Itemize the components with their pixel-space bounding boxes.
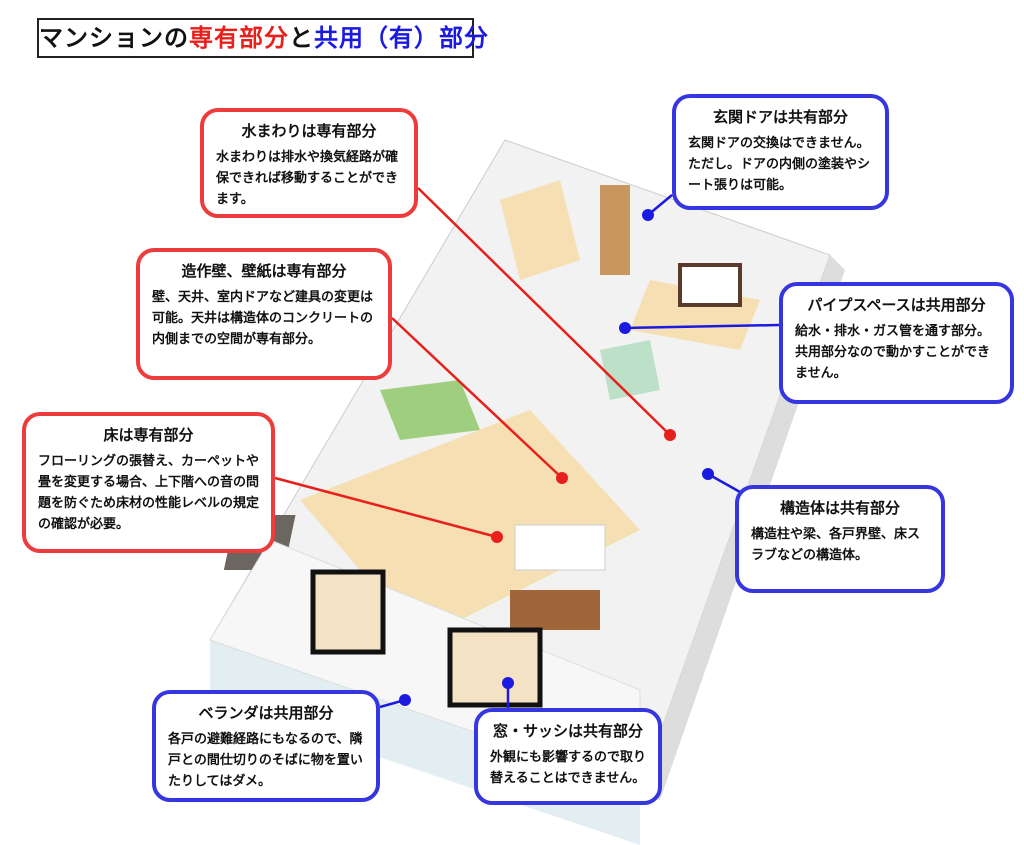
- marker-structure: [702, 468, 714, 480]
- marker-water: [664, 429, 676, 441]
- callout-heading: 水まわりは専有部分: [241, 122, 377, 140]
- marker-veranda: [399, 694, 411, 706]
- kitchen-counter: [514, 524, 606, 571]
- callout-body: フローリングの張替え、カーペットや畳を変更する場合、上下階への音の問題を防ぐため…: [38, 454, 260, 532]
- room-floor: [500, 180, 580, 280]
- callout-window: 窓・サッシは共有部分 外観にも影響するので取り替えることはできません。: [474, 708, 662, 805]
- callout-structure: 構造体は共有部分 構造柱や梁、各戸界壁、床スラブなどの構造体。: [735, 485, 945, 593]
- callout-body: 各戸の避難経路にもなるので、隣戸との間仕切りのそばに物を置いたりしてはダメ。: [168, 732, 363, 789]
- marker-door: [642, 209, 654, 221]
- callout-heading: 造作壁、壁紙は専有部分: [181, 262, 347, 280]
- leader-water: [417, 187, 671, 436]
- callout-water: 水まわりは専有部分 水まわりは排水や換気経路が確保できれば移動することができます…: [200, 108, 418, 218]
- entrance-door: [600, 185, 630, 275]
- marker-window: [502, 677, 514, 689]
- bath: [600, 340, 660, 400]
- callout-veranda: ベランダは共用部分 各戸の避難経路にもなるので、隣戸との間仕切りのそばに物を置い…: [152, 690, 380, 802]
- dining-table: [510, 590, 600, 630]
- leader-floor: [274, 476, 498, 539]
- leader-structure: [707, 472, 741, 494]
- window-left: [310, 569, 386, 655]
- callout-heading: 窓・サッシは共有部分: [492, 722, 643, 740]
- callout-body: 外観にも影響するので取り替えることはできません。: [490, 750, 647, 786]
- callout-body: 構造柱や梁、各戸界壁、床スラブなどの構造体。: [751, 527, 921, 563]
- page-title: マンションの専有部分と共用（有）部分: [37, 18, 488, 58]
- leader-pipe: [624, 323, 780, 330]
- callout-heading: パイプスペースは共用部分: [807, 296, 986, 314]
- tatami-room: [380, 380, 480, 440]
- callout-body: 玄関ドアの交換はできません。ただし。ドアの内側の塗装やシート張りは可能。: [688, 136, 871, 193]
- marker-floor: [491, 531, 503, 543]
- callout-body: 給水・排水・ガス管を通す部分。共用部分なので動かすことができません。: [795, 324, 991, 381]
- marker-wall: [556, 472, 568, 484]
- callout-heading: 構造体は共有部分: [779, 499, 900, 517]
- callout-heading: 床は専有部分: [103, 426, 194, 444]
- callout-body: 水まわりは排水や換気経路が確保できれば移動することができます。: [216, 150, 399, 207]
- callout-floor: 床は専有部分 フローリングの張替え、カーペットや畳を変更する場合、上下階への音の…: [22, 412, 275, 553]
- callout-wall: 造作壁、壁紙は専有部分 壁、天井、室内ドアなど建具の変更は可能。天井は構造体のコ…: [136, 248, 392, 380]
- callout-heading: 玄関ドアは共有部分: [712, 108, 848, 126]
- title-text: マンションの: [39, 24, 189, 52]
- bed: [678, 263, 742, 307]
- window-right: [447, 627, 543, 708]
- title-text: と: [289, 24, 314, 52]
- callout-pipe: パイプスペースは共用部分 給水・排水・ガス管を通す部分。共用部分なので動かすこと…: [779, 282, 1014, 404]
- title-private: 専有部分: [189, 24, 289, 52]
- callout-door: 玄関ドアは共有部分 玄関ドアの交換はできません。ただし。ドアの内側の塗装やシート…: [672, 94, 889, 210]
- marker-pipe: [619, 322, 631, 334]
- leader-wall: [391, 317, 563, 479]
- title-common: 共用（有）部分: [314, 24, 489, 52]
- callout-heading: ベランダは共用部分: [198, 704, 334, 722]
- callout-body: 壁、天井、室内ドアなど建具の変更は可能。天井は構造体のコンクリートの内側までの空…: [152, 290, 374, 347]
